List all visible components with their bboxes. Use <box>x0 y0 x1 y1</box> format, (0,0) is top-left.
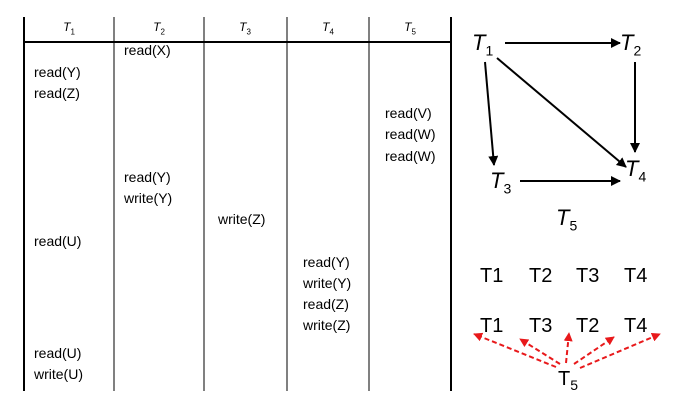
schedule-operation: read(U) <box>34 233 82 249</box>
schedule-operation: read(W) <box>385 126 436 142</box>
graph-node-t2: T2 <box>620 30 642 59</box>
order2-item: T1 <box>480 315 504 337</box>
schedule-operation: write(Y) <box>124 190 173 206</box>
column-header-t2: T2 <box>153 20 165 37</box>
schedule-operation: read(Z) <box>34 85 80 101</box>
dashed-arrow <box>573 336 615 365</box>
column-header-t3: T3 <box>239 20 251 37</box>
dashed-arrows <box>473 332 661 369</box>
schedule-operation: read(Z) <box>303 296 349 312</box>
dashed-arrow <box>473 332 557 368</box>
schedule-operation: write(Z) <box>218 211 266 227</box>
schedule-operation: write(Z) <box>303 317 351 333</box>
order1-item: T1 <box>480 265 504 287</box>
edge-t1-t4 <box>496 57 627 168</box>
schedule-operation: read(Y) <box>124 169 171 185</box>
column-header-t5: T5 <box>404 20 416 37</box>
graph-node-t4: T4 <box>625 156 647 185</box>
schedule-operation: read(Y) <box>34 64 81 80</box>
graph-node-t3: T3 <box>490 168 512 197</box>
edge-t1-t3 <box>484 61 499 166</box>
source-node-t5: T5 <box>558 368 579 393</box>
order1-item: T2 <box>529 265 553 287</box>
schedule-operation: read(X) <box>124 42 171 58</box>
dashed-arrow <box>563 332 573 364</box>
dashed-arrow <box>579 333 661 369</box>
order2-item: T2 <box>576 315 600 337</box>
schedule-operation: write(Y) <box>303 275 352 291</box>
schedule-operation: read(W) <box>385 148 436 164</box>
graph-node-t5: T5 <box>556 205 578 234</box>
schedule-operation: read(U) <box>34 345 82 361</box>
order2-item: T3 <box>529 315 553 337</box>
graph-node-t1: T1 <box>472 30 494 59</box>
schedule-operation: read(Y) <box>303 254 350 270</box>
column-header-t1: T1 <box>63 20 75 37</box>
order1-item: T4 <box>624 265 648 287</box>
order1-item: T3 <box>576 265 600 287</box>
schedule-operation: read(V) <box>385 105 432 121</box>
column-header-t4: T4 <box>322 20 334 37</box>
schedule-operation: write(U) <box>34 366 83 382</box>
order2-item: T4 <box>624 315 648 337</box>
